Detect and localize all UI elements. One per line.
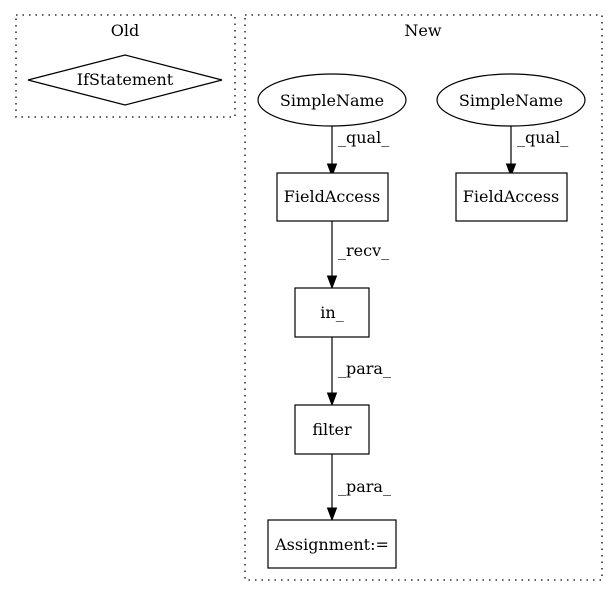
node-field-access-2-label: FieldAccess — [463, 187, 559, 206]
node-filter: filter — [294, 404, 370, 455]
node-assignment: Assignment:= — [267, 519, 397, 569]
edge-filter-assignment: _para_ — [326, 454, 391, 522]
edge-fieldaccess1-in: _recv_ — [326, 221, 389, 290]
cluster-old-label: Old — [111, 21, 139, 40]
cluster-new-label: New — [404, 21, 441, 40]
node-field-access-1-label: FieldAccess — [284, 187, 380, 206]
edge-label-para-2: _para_ — [338, 477, 391, 496]
cluster-old-border — [15, 14, 236, 118]
edge-label-qual-1: _qual_ — [338, 128, 389, 147]
node-simple-name-2: SimpleName — [436, 73, 586, 127]
cluster-new: New — [244, 14, 603, 581]
node-simple-name-2-label: SimpleName — [459, 91, 563, 110]
edge-in-filter: _para_ — [326, 337, 391, 407]
edge-label-qual-2: _qual_ — [517, 128, 568, 147]
node-in: in_ — [294, 287, 370, 338]
node-filter-label: filter — [312, 420, 352, 439]
edge-simplename1-fieldaccess1: _qual_ — [326, 124, 389, 178]
node-field-access-2: FieldAccess — [455, 172, 568, 222]
cluster-new-border — [244, 14, 603, 581]
node-simple-name-1: SimpleName — [257, 73, 407, 127]
node-simple-name-1-label: SimpleName — [280, 91, 384, 110]
node-assignment-label: Assignment:= — [274, 535, 389, 554]
edge-simplename2-fieldaccess2: _qual_ — [505, 124, 568, 178]
edge-label-para-1: _para_ — [338, 359, 391, 378]
edge-label-recv: _recv_ — [338, 241, 389, 260]
node-field-access-1: FieldAccess — [276, 172, 389, 222]
node-if-statement: IfStatement — [27, 54, 223, 106]
node-if-statement-label: IfStatement — [77, 70, 174, 89]
node-in-label: in_ — [320, 303, 343, 322]
cluster-old: Old — [15, 14, 236, 118]
